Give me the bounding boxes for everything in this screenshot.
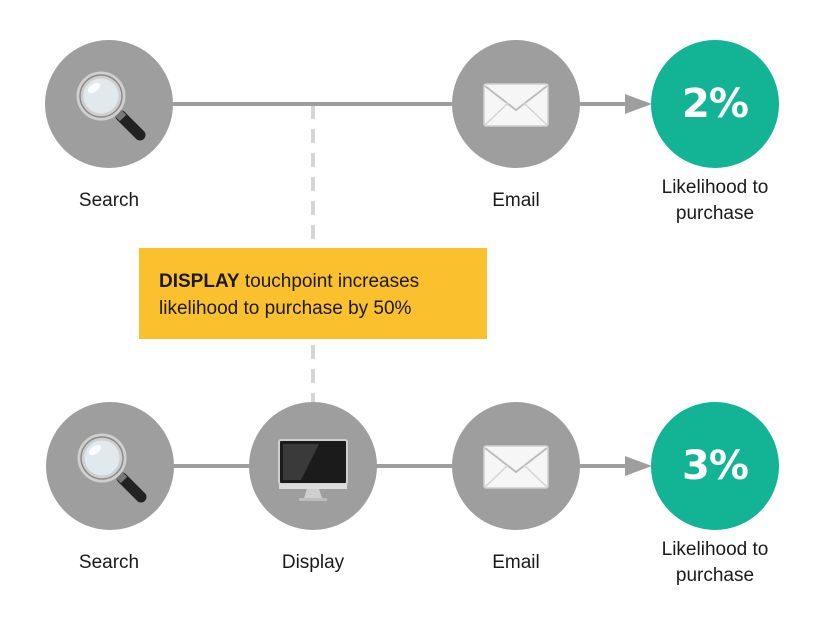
bottom-result-circle: 3%: [651, 402, 779, 530]
callout-text: touchpoint increases likelihood to purch…: [159, 271, 420, 319]
callout-emphasis: DISPLAY: [159, 271, 240, 292]
bottom-search-node: [46, 402, 174, 530]
envelope-icon: [483, 83, 549, 127]
top-arrowhead: [625, 94, 652, 114]
top-search-label: Search: [78, 190, 140, 211]
bottom-email-label: Email: [492, 552, 540, 573]
bottom-display-label: Display: [281, 552, 345, 573]
magnifying-glass-icon: [77, 433, 147, 503]
display-callout: DISPLAY touchpoint increases likelihood …: [139, 248, 487, 339]
top-search-node: [45, 40, 173, 168]
top-result-label: Likelihood to purchase: [661, 177, 769, 224]
top-email-label: Email: [492, 190, 540, 211]
bottom-result-label: Likelihood to purchase: [661, 539, 769, 586]
bottom-email-node: [452, 402, 580, 530]
top-email-node: [452, 40, 580, 168]
envelope-icon: [483, 445, 549, 489]
top-result-circle: 2%: [651, 40, 779, 168]
bottom-arrowhead: [625, 456, 652, 476]
computer-monitor-icon: [278, 439, 348, 501]
magnifying-glass-icon: [76, 71, 146, 141]
bottom-display-node: [249, 402, 377, 530]
bottom-search-label: Search: [78, 552, 140, 573]
